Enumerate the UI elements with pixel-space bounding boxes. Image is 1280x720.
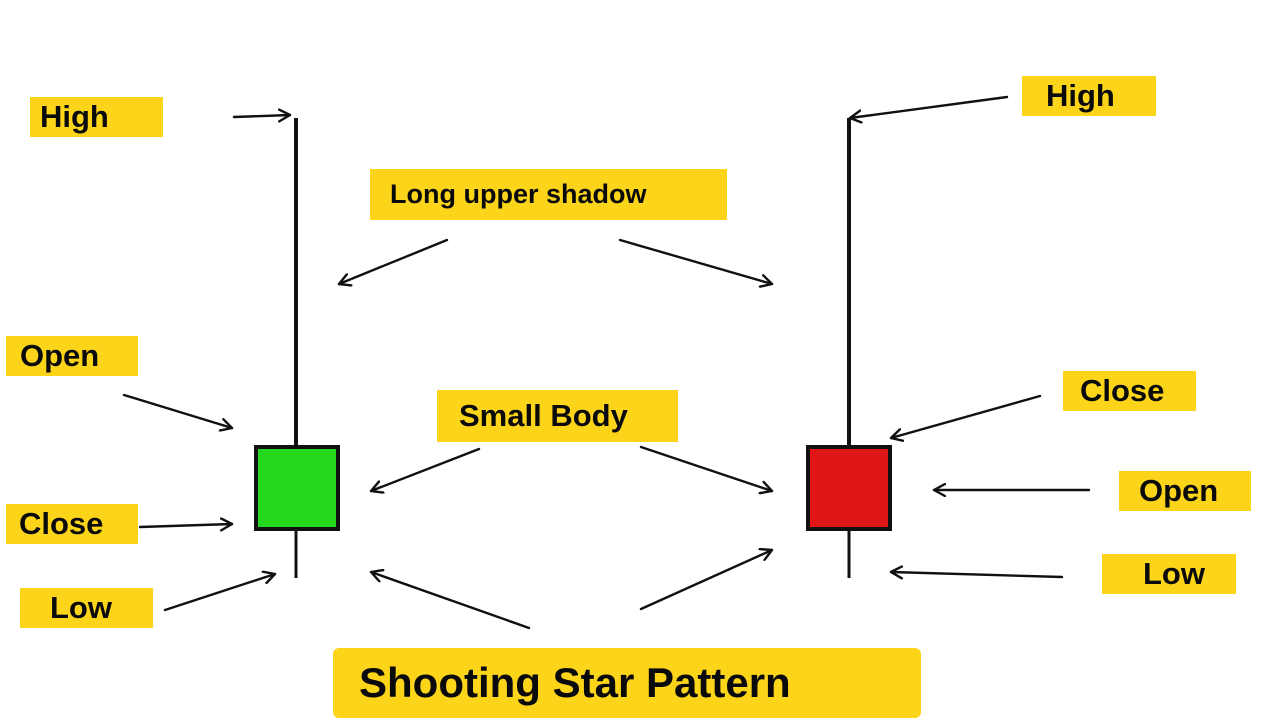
arrow-left-close	[138, 524, 234, 527]
arrow-title-right	[639, 550, 774, 611]
right-candle-body	[806, 445, 892, 531]
left-close-label: Close	[6, 504, 138, 544]
left-open-label: Open	[6, 336, 138, 376]
arrow-body-left	[369, 447, 481, 491]
arrow-body-right	[639, 445, 774, 491]
right-candle	[806, 118, 892, 578]
upper-shadow-callout: Long upper shadow	[370, 169, 727, 220]
arrow-left-low	[163, 574, 277, 612]
left-candle	[254, 118, 340, 578]
arrow-shadow-right	[618, 238, 774, 284]
right-open-label: Open	[1119, 471, 1251, 511]
left-low-label: Low	[20, 588, 153, 628]
arrow-right-high	[848, 95, 1009, 118]
arrow-right-low	[889, 572, 1064, 577]
left-high-label: High	[30, 97, 163, 137]
right-high-label: High	[1022, 76, 1156, 116]
arrow-left-open	[122, 393, 234, 428]
right-close-label: Close	[1063, 371, 1196, 411]
arrow-left-high	[232, 115, 292, 117]
pattern-title: Shooting Star Pattern	[333, 648, 921, 718]
left-candle-body	[254, 445, 340, 531]
arrow-title-left	[369, 572, 531, 630]
arrow-shadow-left	[337, 238, 449, 284]
arrow-right-close	[889, 394, 1042, 438]
small-body-callout: Small Body	[437, 390, 678, 442]
right-low-label: Low	[1102, 554, 1236, 594]
